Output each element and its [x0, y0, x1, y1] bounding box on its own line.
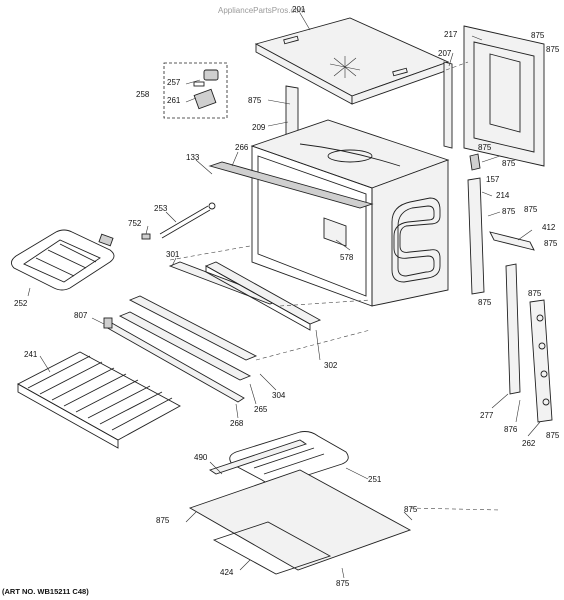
- callout-302: 302: [324, 361, 338, 370]
- callout-424: 424: [220, 568, 234, 577]
- kit-258: [163, 62, 228, 119]
- channel-304: [128, 295, 258, 361]
- art-number: (ART NO. WB15211 C48): [2, 587, 89, 596]
- callout-261: 261: [167, 96, 181, 105]
- callout-875: 875: [546, 431, 560, 440]
- callout-304: 304: [272, 391, 286, 400]
- callout-252: 252: [14, 299, 28, 308]
- callout-752: 752: [128, 219, 142, 228]
- callout-875: 875: [336, 579, 350, 588]
- callout-876: 876: [504, 425, 518, 434]
- callout-207: 207: [438, 49, 452, 58]
- callout-277: 277: [480, 411, 494, 420]
- side-rail-214: [467, 177, 485, 295]
- rail-268: [103, 317, 245, 403]
- callout-214: 214: [496, 191, 510, 200]
- callout-241: 241: [24, 350, 38, 359]
- bottom-tray-424: [188, 469, 412, 575]
- callout-258: 258: [136, 90, 150, 99]
- callout-412: 412: [542, 223, 556, 232]
- callout-301: 301: [166, 250, 180, 259]
- callout-157: 157: [486, 175, 500, 184]
- side-strip-207: [443, 61, 453, 149]
- callout-251: 251: [368, 475, 382, 484]
- callout-578: 578: [340, 253, 354, 262]
- callout-257: 257: [167, 78, 181, 87]
- bracket-157: [469, 153, 481, 171]
- channel-265: [118, 311, 252, 381]
- bake-element-252: [11, 229, 115, 291]
- callout-262: 262: [522, 439, 536, 448]
- callout-875: 875: [478, 143, 492, 152]
- callout-265: 265: [254, 405, 268, 414]
- callout-labels: 201 217 875 875 207 257 258 261 875 209 …: [14, 5, 560, 588]
- callout-875: 875: [531, 31, 545, 40]
- callout-266: 266: [235, 143, 249, 152]
- callout-201: 201: [292, 5, 306, 14]
- hinge-strip-262: [529, 299, 553, 423]
- trim-302: [204, 261, 322, 331]
- callout-875: 875: [544, 239, 558, 248]
- callout-875: 875: [404, 505, 418, 514]
- callout-875: 875: [502, 207, 516, 216]
- top-cover-201: [254, 17, 450, 105]
- watermark: AppliancePartsPros.com: [218, 6, 306, 15]
- callout-875: 875: [156, 516, 170, 525]
- callout-490: 490: [194, 453, 208, 462]
- bracket-412: [489, 231, 535, 251]
- bottom-rail-490: [208, 439, 308, 475]
- callout-875: 875: [502, 159, 516, 168]
- oven-rack-241: [17, 351, 181, 449]
- callout-209: 209: [252, 123, 266, 132]
- door-panel-217: [463, 25, 545, 167]
- callout-875: 875: [528, 289, 542, 298]
- callout-268: 268: [230, 419, 244, 428]
- broil-element-253: [141, 202, 216, 240]
- callout-875: 875: [524, 205, 538, 214]
- callout-253: 253: [154, 204, 168, 213]
- callout-875: 875: [248, 96, 262, 105]
- callout-875: 875: [546, 45, 560, 54]
- callout-133: 133: [186, 153, 200, 162]
- alignment-lines: [169, 61, 501, 511]
- leader-lines: [27, 12, 541, 579]
- oven-body: [208, 85, 450, 307]
- rail-277: [505, 263, 521, 395]
- callout-807: 807: [74, 311, 88, 320]
- callout-875: 875: [478, 298, 492, 307]
- callout-217: 217: [444, 30, 458, 39]
